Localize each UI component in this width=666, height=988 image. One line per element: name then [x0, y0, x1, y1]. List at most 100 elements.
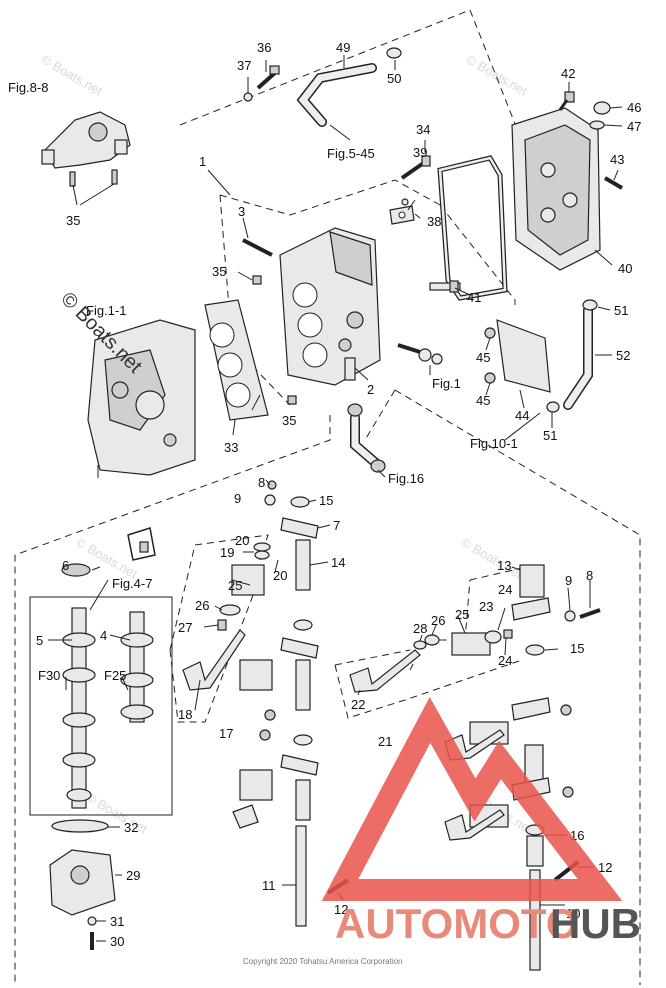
callout-51: 51 — [543, 428, 557, 443]
thermostat-fitting — [397, 343, 443, 365]
cylinder-head — [279, 227, 381, 386]
hose-52 — [546, 299, 598, 413]
callout-9: 9 — [565, 573, 572, 588]
fig-ref-5-45: Fig.5-45 — [327, 146, 375, 161]
cover-fasteners — [558, 91, 624, 190]
callout-41: 41 — [467, 290, 481, 305]
callout-28: 28 — [413, 621, 427, 636]
watermark-faint: © Boats.net — [464, 52, 531, 99]
figure-references: Fig.8-8 Fig.5-45 Fig.1-1 Fig.1 Fig.10-1 … — [8, 80, 518, 591]
callout-42: 42 — [561, 66, 575, 81]
callout-12: 12 — [598, 860, 612, 875]
callout-20: 20 — [273, 568, 287, 583]
bolt-34-38-39 — [389, 155, 431, 225]
logo-triangle-icon — [321, 697, 623, 901]
callout-35: 35 — [212, 264, 226, 279]
camshaft-group-box — [29, 596, 173, 816]
callout-15: 15 — [570, 641, 584, 656]
valve-train-center — [264, 480, 350, 927]
callout-35: 35 — [282, 413, 296, 428]
callout-33: 33 — [224, 440, 238, 455]
fig-ref-10-1: Fig.10-1 — [470, 436, 518, 451]
callout-38: 38 — [427, 214, 441, 229]
callout-8: 8 — [258, 475, 265, 490]
fig-ref-16: Fig.16 — [388, 471, 424, 486]
callout-50: 50 — [387, 71, 401, 86]
callout-47: 47 — [627, 119, 641, 134]
dashed-line — [169, 589, 256, 723]
callout-30: 30 — [110, 934, 124, 949]
fig-ref-8-8: Fig.8-8 — [8, 80, 48, 95]
automotohub-logo: AUTOMOTO HUB — [321, 697, 641, 947]
callout-49: 49 — [336, 40, 350, 55]
callout-19: 19 — [220, 545, 234, 560]
callout-34: 34 — [416, 122, 430, 137]
crankcase-fig-1-1 — [87, 319, 196, 478]
logo-text-hub: HUB — [550, 900, 641, 947]
callout-44: 44 — [515, 408, 529, 423]
dashed-line — [364, 389, 396, 441]
spark-plug — [429, 280, 461, 293]
callout-15: 15 — [319, 493, 333, 508]
callout-2: 2 — [367, 382, 374, 397]
callout-6: 6 — [62, 558, 69, 573]
leader-lines — [48, 55, 623, 942]
callout-22: 22 — [351, 697, 365, 712]
callout-45: 45 — [476, 393, 490, 408]
callout-46: 46 — [627, 100, 641, 115]
callout-7: 7 — [333, 518, 340, 533]
callout-20: 20 — [235, 533, 249, 548]
hose-49 — [296, 47, 402, 141]
camshaft-section — [61, 527, 156, 809]
hose-fig-16 — [347, 403, 386, 473]
copyright-notice: Copyright 2020 Tohatsu America Corporati… — [243, 957, 403, 966]
callout-24: 24 — [498, 582, 512, 597]
dashed-line — [334, 659, 523, 719]
dashed-line — [439, 204, 516, 305]
fig-ref-1: Fig.1 — [432, 376, 461, 391]
callout-8: 8 — [586, 568, 593, 583]
bracket-fig-8-8 — [41, 111, 131, 206]
callout-26: 26 — [195, 598, 209, 613]
callout-labels: 37 36 49 50 1 3 35 35 35 33 2 34 39 38 4… — [36, 40, 641, 949]
callout-52: 52 — [616, 348, 630, 363]
callout-51: 51 — [614, 303, 628, 318]
callout-11: 11 — [262, 878, 276, 893]
callout-23: 23 — [479, 599, 493, 614]
callout-17: 17 — [219, 726, 233, 741]
callout-4: 4 — [100, 628, 107, 643]
callout-f25: F25 — [104, 668, 126, 683]
fig-ref-1-1: Fig.1-1 — [86, 303, 126, 318]
callout-21: 21 — [378, 734, 392, 749]
callout-5: 5 — [36, 633, 43, 648]
stud-bolts — [242, 238, 297, 405]
dashed-line — [14, 415, 331, 985]
watermark-faint: © Boats.net — [459, 535, 526, 582]
callout-29: 29 — [126, 868, 140, 883]
callout-27: 27 — [178, 620, 192, 635]
bracket-44 — [484, 319, 551, 393]
callout-32: 32 — [124, 820, 138, 835]
pump-housing — [49, 819, 116, 950]
callout-25: 25 — [455, 607, 469, 622]
callout-12: 12 — [334, 902, 348, 917]
callout-13: 13 — [497, 558, 511, 573]
callout-39: 39 — [413, 145, 427, 160]
callout-25: 25 — [228, 578, 242, 593]
callout-36: 36 — [257, 40, 271, 55]
callout-18: 18 — [178, 707, 192, 722]
callout-43: 43 — [610, 152, 624, 167]
callout-35: 35 — [66, 213, 80, 228]
head-cover — [511, 107, 601, 271]
dashed-line — [219, 179, 441, 216]
callout-40: 40 — [618, 261, 632, 276]
fig-ref-4-7: Fig.4-7 — [112, 576, 152, 591]
callout-3: 3 — [238, 204, 245, 219]
callout-1: 1 — [199, 154, 206, 169]
dashed-line — [469, 567, 523, 581]
callout-24: 24 — [498, 653, 512, 668]
callout-9: 9 — [234, 491, 241, 506]
head-gasket — [204, 299, 269, 421]
cover-gasket — [437, 155, 508, 301]
